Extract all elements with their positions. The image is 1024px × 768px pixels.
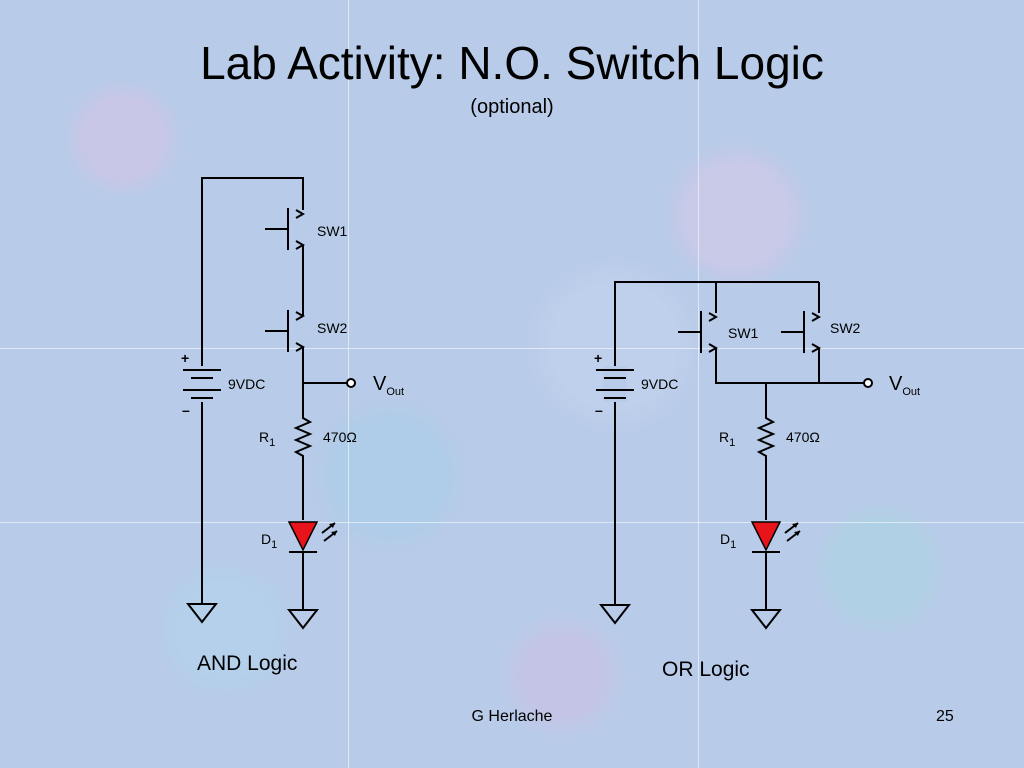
or-led-ground-icon	[749, 609, 783, 630]
or-logic-caption: OR Logic	[662, 658, 750, 681]
and-resistor-r1	[293, 412, 313, 520]
and-sw1-label: SW1	[317, 223, 348, 239]
or-sw1-bottom-contact	[708, 343, 719, 353]
background-seam	[0, 522, 1024, 523]
and-led-triangle	[287, 521, 319, 552]
or-vout-terminal	[863, 378, 873, 388]
and-r1-value: 470Ω	[323, 429, 357, 445]
and-switch-sw2: SW2	[265, 310, 348, 352]
or-battery-ground-icon	[598, 604, 632, 625]
and-d1-label: D1	[261, 531, 277, 551]
or-led-arrowhead-1	[792, 523, 798, 528]
or-battery-label: 9VDC	[641, 376, 678, 392]
or-switch-sw1: SW1	[678, 311, 759, 353]
or-circuit: SW1 SW2 VOut R1 470Ω D1	[594, 281, 920, 630]
or-battery-minus: –	[595, 402, 603, 418]
or-led-triangle	[750, 521, 782, 552]
or-battery-plus: +	[594, 350, 602, 366]
or-sw1-label: SW1	[728, 325, 759, 341]
or-r1-value: 470Ω	[786, 429, 820, 445]
or-parallel-bus	[715, 348, 820, 384]
background-seam	[0, 348, 1024, 349]
or-battery-gap	[603, 366, 627, 402]
slide-title: Lab Activity: N.O. Switch Logic	[200, 37, 824, 89]
or-supply-wire	[614, 281, 819, 605]
or-led-arrowhead-2	[794, 531, 800, 536]
or-sw2-bottom-contact	[811, 343, 822, 353]
slide-author: G Herlache	[471, 708, 553, 725]
and-led-arrowhead-1	[329, 523, 335, 528]
or-r1-label: R1	[719, 429, 735, 449]
or-sw2-label: SW2	[830, 320, 861, 336]
and-battery-minus: –	[182, 402, 190, 418]
and-vout-terminal	[346, 378, 356, 388]
and-battery-gap	[190, 366, 214, 402]
slide-page-number: 25	[936, 708, 954, 725]
or-led-d1: D1	[720, 521, 801, 553]
and-vout-label: VOut	[373, 373, 404, 398]
and-battery-ground-icon	[185, 603, 219, 624]
background-seam	[698, 0, 699, 768]
and-led-ground-icon	[286, 609, 320, 630]
and-sw2-label: SW2	[317, 320, 348, 336]
slide-subtitle: (optional)	[470, 96, 554, 118]
and-sw1-bottom-contact	[295, 240, 306, 250]
and-sw1-top-contact	[295, 209, 306, 219]
and-r1-label: R1	[259, 429, 275, 449]
and-sw2-top-contact	[295, 311, 306, 321]
or-vout-label: VOut	[889, 373, 920, 398]
and-led-arrowhead-2	[331, 531, 337, 536]
or-switch-sw2: SW2	[781, 311, 861, 353]
or-sw2-top-contact	[811, 312, 822, 322]
and-logic-caption: AND Logic	[197, 652, 297, 675]
and-sw2-bottom-contact	[295, 342, 306, 352]
and-battery: + – 9VDC	[181, 350, 265, 418]
or-d1-label: D1	[720, 531, 736, 551]
or-battery: + – 9VDC	[594, 350, 678, 418]
or-sw1-top-contact	[708, 312, 719, 322]
and-switch-sw1: SW1	[265, 208, 348, 250]
and-led-d1: D1	[261, 521, 338, 553]
and-circuit: SW1 SW2 VOut R1 470Ω D1	[181, 177, 404, 630]
and-battery-plus: +	[181, 350, 189, 366]
and-battery-label: 9VDC	[228, 376, 265, 392]
or-resistor-r1	[756, 383, 776, 520]
